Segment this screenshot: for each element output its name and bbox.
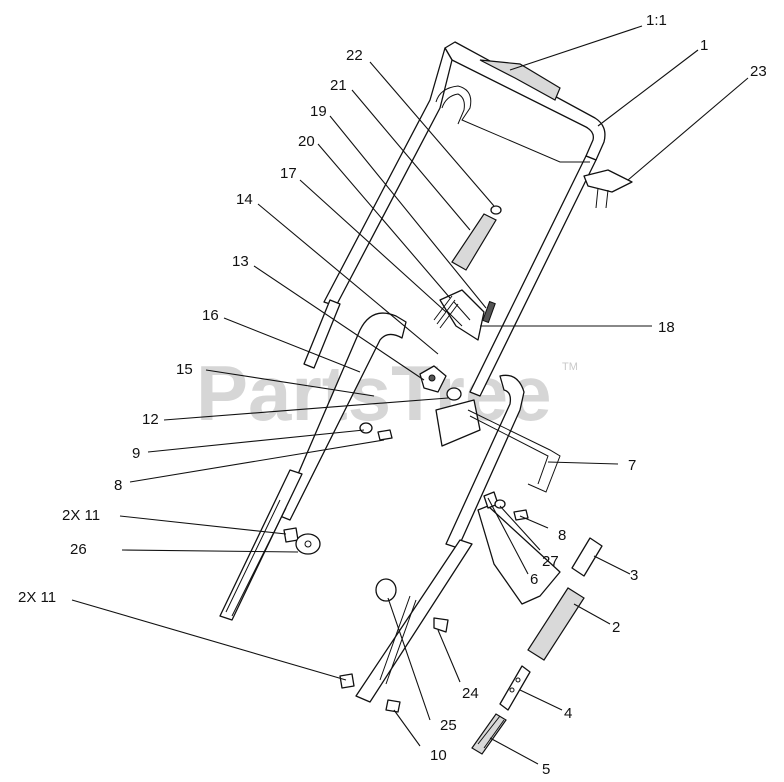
callout-17: 17 [280, 165, 297, 182]
callout-8-right: 8 [558, 527, 566, 544]
callout-19: 19 [310, 103, 327, 120]
callout-7: 7 [628, 457, 636, 474]
callout-26: 26 [70, 541, 87, 558]
callout-27: 27 [542, 553, 559, 570]
callout-24: 24 [462, 685, 479, 702]
callout-10: 10 [430, 747, 447, 764]
callout-16: 16 [202, 307, 219, 324]
callout-21: 21 [330, 77, 347, 94]
callout-14: 14 [236, 191, 253, 208]
callout-18: 18 [658, 319, 675, 336]
callout-13: 13 [232, 253, 249, 270]
callout-8-left: 8 [114, 477, 122, 494]
callout-2: 2 [612, 619, 620, 636]
leader-lines [71, 25, 749, 765]
callout-9: 9 [132, 445, 140, 462]
callout-4: 4 [564, 705, 572, 722]
callout-23: 23 [750, 63, 767, 80]
hardware-parts [283, 527, 449, 713]
callout-2x11-upper: 2X 11 [62, 507, 100, 524]
callout-2x11-lower: 2X 11 [18, 589, 56, 606]
callout-1: 1 [700, 37, 708, 54]
callout-25: 25 [440, 717, 457, 734]
watermark-text: PartsTree [196, 349, 552, 437]
callout-1-1: 1:1 [646, 12, 667, 29]
watermark-tm: TM [562, 361, 578, 373]
lever-grip-assembly [471, 537, 603, 755]
callout-6: 6 [530, 571, 538, 588]
callout-3: 3 [630, 567, 638, 584]
callout-12: 12 [142, 411, 159, 428]
callout-20: 20 [298, 133, 315, 150]
lower-handle-frame [219, 312, 561, 703]
callout-labels: 1:1 1 23 22 21 19 20 17 14 13 18 16 15 1… [18, 12, 767, 778]
upper-handle-frame [303, 41, 633, 397]
linkage-assembly [359, 205, 529, 521]
callout-5: 5 [542, 761, 550, 778]
callout-15: 15 [176, 361, 193, 378]
callout-22: 22 [346, 47, 363, 64]
